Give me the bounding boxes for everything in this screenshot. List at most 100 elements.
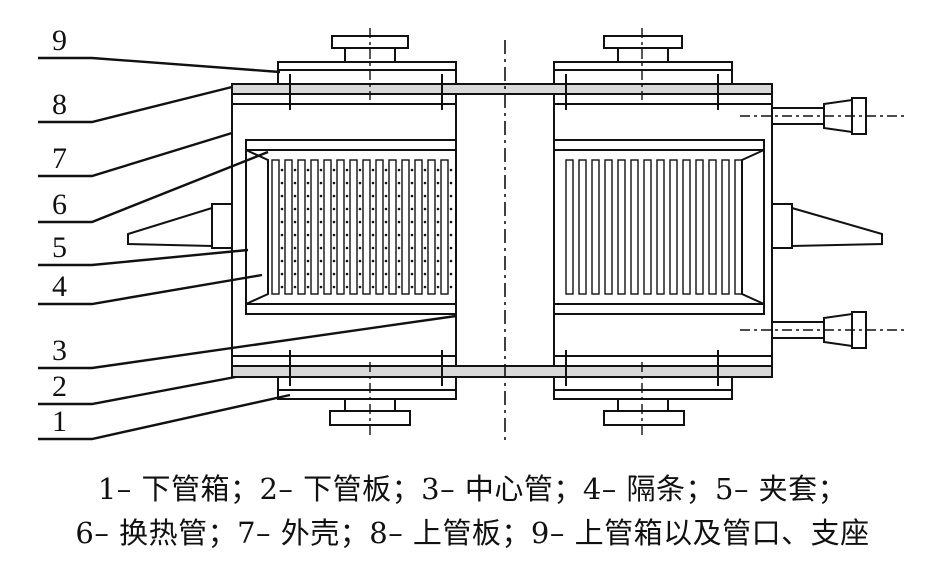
spacer-dot xyxy=(345,181,349,185)
spacer-dot xyxy=(410,259,414,263)
heat-exchange-tube xyxy=(578,159,587,295)
spacer-dot xyxy=(449,272,453,276)
spacer-dot xyxy=(423,207,427,211)
spacer-dot xyxy=(358,246,362,250)
spacer-dot xyxy=(423,194,427,198)
label-5: 5 xyxy=(52,231,67,264)
heat-exchange-tube xyxy=(271,159,280,295)
spacer-dot xyxy=(371,194,375,198)
lower-header-left xyxy=(277,350,457,435)
spacer-dot xyxy=(410,194,414,198)
heat-exchange-tube xyxy=(440,159,449,295)
spacer-dot xyxy=(449,207,453,211)
spacer-dot xyxy=(280,259,284,263)
spacer-dot xyxy=(293,246,297,250)
spacer-dot xyxy=(319,168,323,172)
spacer-dot xyxy=(293,194,297,198)
spacer-dot xyxy=(319,233,323,237)
label-9: 9 xyxy=(52,24,67,57)
spacer-dot xyxy=(449,220,453,224)
label-1: 1 xyxy=(52,405,67,438)
spacer-dot xyxy=(384,181,388,185)
spacer-dot xyxy=(332,194,336,198)
spacer-dot xyxy=(384,246,388,250)
spacer-dot xyxy=(358,220,362,224)
spacer-dot xyxy=(332,220,336,224)
spacer-dot xyxy=(306,194,310,198)
spacer-dot xyxy=(384,233,388,237)
label-4: 4 xyxy=(52,270,67,303)
spacer-dot xyxy=(358,285,362,289)
spacer-dot xyxy=(371,168,375,172)
spacer-dot xyxy=(280,220,284,224)
spacer-dot xyxy=(306,285,310,289)
spacer-dot xyxy=(371,285,375,289)
heat-exchange-tube xyxy=(708,159,717,295)
spacer-dot xyxy=(319,194,323,198)
spacer-dot xyxy=(449,168,453,172)
spacer-dot xyxy=(358,272,362,276)
spacer-dot xyxy=(345,272,349,276)
spacer-dot xyxy=(332,259,336,263)
spacer-dot xyxy=(436,246,440,250)
spacer-dot xyxy=(319,285,323,289)
spacer-dot xyxy=(397,194,401,198)
spacer-dot xyxy=(410,285,414,289)
spacer-dot xyxy=(410,233,414,237)
heat-exchange-tube xyxy=(297,159,306,295)
spacer-dot xyxy=(423,272,427,276)
heat-exchange-tube xyxy=(656,159,665,295)
lower-header-right xyxy=(553,350,733,435)
label-6: 6 xyxy=(52,188,67,221)
label-3: 3 xyxy=(52,334,67,367)
spacer-dot xyxy=(384,194,388,198)
spacer-dot xyxy=(423,285,427,289)
spacer-dot xyxy=(371,259,375,263)
heat-exchange-tube xyxy=(401,159,410,295)
spacer-dot xyxy=(397,272,401,276)
upper-header-right xyxy=(553,28,733,110)
leader-6 xyxy=(38,150,269,224)
spacer-dot xyxy=(306,272,310,276)
heat-exchange-tube xyxy=(643,159,652,295)
spacer-dot xyxy=(345,207,349,211)
spacer-dot xyxy=(358,233,362,237)
spacer-dot xyxy=(384,285,388,289)
nozzle-lower-right xyxy=(740,311,905,349)
support-left xyxy=(127,203,233,249)
spacer-dot xyxy=(384,207,388,211)
heat-exchange-tube xyxy=(617,159,626,295)
spacer-dot xyxy=(319,259,323,263)
spacer-dot xyxy=(384,259,388,263)
spacer-dot xyxy=(384,272,388,276)
leader-8 xyxy=(38,85,233,124)
spacer-dot xyxy=(280,272,284,276)
spacer-dot xyxy=(293,168,297,172)
spacer-dot xyxy=(332,168,336,172)
leader-9 xyxy=(38,56,281,74)
heat-exchange-tube xyxy=(427,159,436,295)
spacer-dot xyxy=(319,220,323,224)
leader-5 xyxy=(38,248,249,267)
spacer-dot xyxy=(280,246,284,250)
spacer-dot xyxy=(280,233,284,237)
spacer-dot xyxy=(293,285,297,289)
spacer-dot xyxy=(293,220,297,224)
spacer-dot xyxy=(280,194,284,198)
spacer-dot xyxy=(423,246,427,250)
spacer-dot xyxy=(410,181,414,185)
leader-3 xyxy=(38,314,457,370)
spacer-dot xyxy=(410,246,414,250)
spacer-dot xyxy=(371,246,375,250)
spacer-dot xyxy=(358,259,362,263)
heat-exchange-tube xyxy=(630,159,639,295)
caption-line-2: 6– 换热管；7– 外壳；8– 上管板；9– 上管箱以及管口、支座 xyxy=(75,516,870,550)
spacer-dot xyxy=(410,220,414,224)
spacer-dot xyxy=(293,207,297,211)
tube-bundle-right xyxy=(565,159,743,295)
tube-bundle-left xyxy=(271,159,453,295)
heat-exchange-tube xyxy=(734,159,743,295)
spacer-dot xyxy=(358,168,362,172)
central-pipe xyxy=(455,40,555,445)
spacer-dot xyxy=(280,285,284,289)
